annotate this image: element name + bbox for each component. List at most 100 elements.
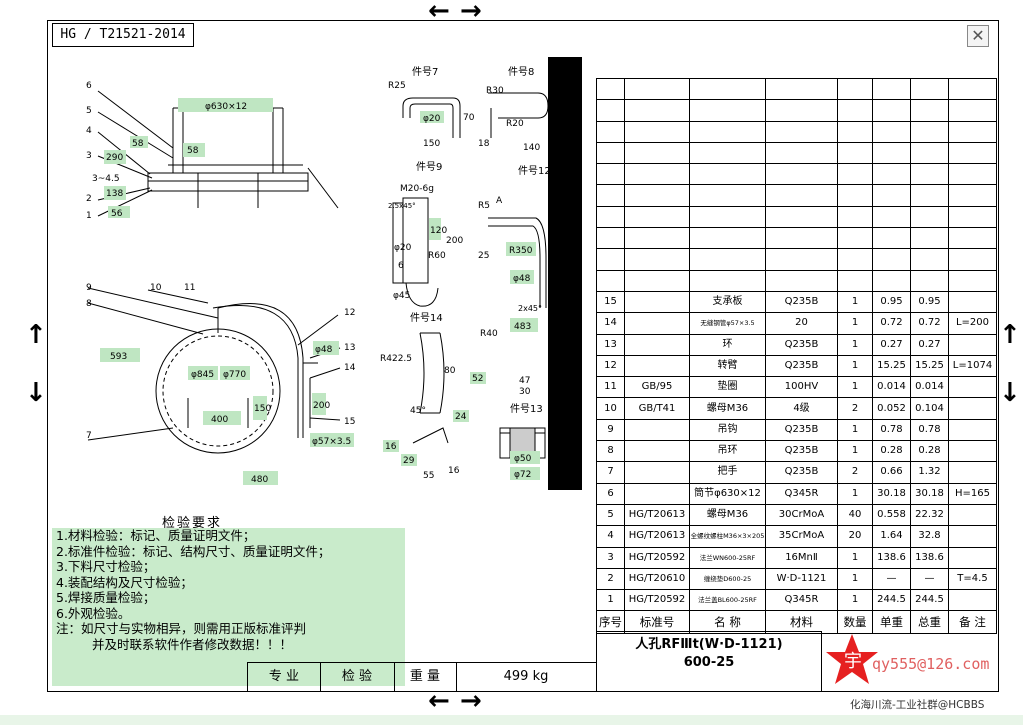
dim-30: 30 [519, 387, 531, 397]
table-cell: 法兰WN600-25RF [689, 546, 766, 569]
strip-weight-label: 重 量 [394, 663, 457, 691]
star-logo: 宇 [826, 634, 878, 684]
blank-cell [689, 184, 766, 207]
blank-cell [596, 205, 625, 229]
table-cell: 0.78 [872, 418, 911, 442]
resize-left-arrow-bottom-icon[interactable]: ← [428, 686, 450, 716]
table-cell: 244.5 [910, 589, 949, 612]
table-cell [624, 354, 690, 378]
header-cell: 名 称 [689, 610, 766, 635]
dim-r25: R25 [388, 81, 406, 91]
blank-cell [689, 205, 766, 229]
blank-cell [872, 77, 911, 101]
table-cell: 0.66 [872, 461, 911, 484]
blank-cell [948, 99, 997, 122]
blank-cell [624, 141, 690, 165]
dim-phi72: φ72 [514, 470, 531, 480]
dim-phi45: φ45 [393, 291, 410, 301]
blank-cell [872, 248, 911, 271]
table-blank-row [596, 99, 997, 122]
resize-up-arrow-right-icon[interactable]: ↑ [999, 320, 1021, 350]
leader-10: 10 [150, 283, 162, 293]
resize-left-arrow-icon[interactable]: ← [428, 0, 450, 26]
dim-480: 480 [251, 475, 268, 485]
note-line: 6.外观检验。 [56, 605, 131, 621]
blank-cell [837, 120, 873, 143]
header-cell: 序号 [596, 610, 625, 635]
table-cell: 0.27 [872, 333, 911, 356]
leader-2: 2 [86, 194, 92, 204]
dim-r350: R350 [509, 246, 533, 256]
dim-phi20a: φ20 [423, 114, 441, 124]
blank-cell [689, 99, 766, 122]
resize-down-arrow-icon[interactable]: ↓ [25, 378, 47, 408]
table-cell: Q235B [765, 418, 838, 442]
table-cell: 1 [837, 482, 873, 505]
blank-cell [948, 269, 997, 292]
table-cell [948, 290, 997, 314]
dim-58b: 58 [187, 146, 199, 156]
table-cell: 13 [596, 333, 625, 356]
blank-cell [837, 227, 873, 250]
blank-cell [596, 184, 625, 207]
dim-6: 6 [398, 261, 404, 271]
resize-right-arrow-bottom-icon[interactable]: → [460, 686, 482, 716]
table-cell: 0.78 [910, 418, 949, 442]
header-cell: 标准号 [624, 610, 690, 635]
dim-483: 483 [514, 322, 531, 332]
part-label-7: 件号7 [412, 66, 438, 78]
note-line: 1.材料检验：标记、质量证明文件； [56, 528, 256, 543]
blank-cell [948, 141, 997, 165]
blank-cell [596, 120, 625, 143]
dim-150: 150 [254, 404, 271, 414]
part-label-14: 件号14 [410, 312, 443, 324]
table-cell: 垫圈 [689, 376, 766, 399]
leader-6: 6 [86, 81, 92, 91]
table-cell: 32.8 [910, 525, 949, 548]
table-blank-row [596, 141, 997, 165]
table-cell: 138.6 [872, 546, 911, 569]
table-cell: 0.052 [872, 397, 911, 420]
table-cell: — [872, 567, 911, 591]
table-blank-row [596, 248, 997, 271]
strip-weight-value: 499 kg [456, 663, 597, 691]
leader-3: 3 [86, 151, 92, 161]
blank-cell [689, 163, 766, 186]
table-cell: 全螺纹螺柱M36×3×205 [689, 525, 766, 548]
dim-m20: M20-6g [400, 184, 434, 194]
close-icon[interactable]: ✕ [967, 25, 989, 47]
dim-16b: 16 [448, 466, 460, 476]
table-cell: 1 [596, 589, 625, 612]
resize-up-arrow-icon[interactable]: ↑ [25, 320, 47, 350]
leader-14: 14 [344, 363, 356, 373]
table-cell: 筒节φ630×12 [689, 482, 766, 505]
resize-down-arrow-right-icon[interactable]: ↓ [999, 378, 1021, 408]
blank-cell [624, 120, 690, 143]
blank-cell [624, 99, 690, 122]
table-cell: 10 [596, 397, 625, 420]
table-cell: 30.18 [910, 482, 949, 505]
table-blank-row [596, 163, 997, 186]
blank-cell [872, 205, 911, 229]
blank-cell [910, 77, 949, 101]
resize-right-arrow-icon[interactable]: → [460, 0, 482, 26]
leader-15: 15 [344, 417, 355, 427]
table-cell [948, 503, 997, 527]
table-cell [948, 461, 997, 484]
table-cell: 8 [596, 440, 625, 463]
blank-cell [765, 77, 838, 101]
blank-cell [872, 269, 911, 292]
table-cell: 1.32 [910, 461, 949, 484]
table-blank-row [596, 120, 997, 143]
dim-c25: 2.5x45° [388, 202, 416, 210]
blank-cell [948, 227, 997, 250]
dim-200b: 200 [446, 236, 463, 246]
